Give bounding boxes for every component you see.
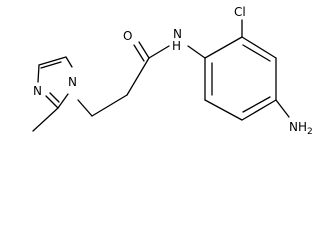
bond-n1-c5: [65, 56, 73, 68]
alkyl-chain: [77, 57, 150, 117]
benzene-ring: [204, 19, 290, 121]
bond-c5-c4: [38, 56, 67, 66]
atom-labels: N H O Cl NH2 N N: [33, 5, 313, 137]
bond-ch2-imidazole: [77, 99, 93, 117]
bond-ring-c1-c2: [204, 36, 243, 59]
bond-ring-nh2: [275, 99, 290, 118]
bond-c5-c4-inner: [40, 61, 62, 69]
bond-ring-c4-c5: [241, 99, 277, 121]
bond-ch2-ch2: [91, 94, 128, 117]
amide-n-label: N: [173, 27, 182, 41]
imidazole-ring: [32, 56, 73, 132]
bond-carbonyl-outer: [138, 41, 150, 59]
amide-h-label: H: [172, 39, 181, 53]
amide-group: [133, 41, 206, 62]
imidazole-n1-label: N: [68, 75, 77, 89]
bond-n-ring: [187, 45, 206, 59]
chemical-structure: N H O Cl NH2 N N: [32, 5, 313, 137]
bond-c-n-amide: [148, 45, 170, 59]
bond-n3-c2: [45, 95, 59, 109]
bond-c2-n1: [57, 93, 69, 109]
bond-ring-c2-c3-inner: [242, 44, 271, 62]
bond-carbonyl-ch2: [126, 57, 150, 96]
bond-n3-c2-inner: [49, 92, 60, 103]
imidazole-n3-label: N: [33, 84, 42, 98]
bond-ring-c4-c5-inner: [242, 96, 271, 113]
carbonyl-o-label: O: [123, 29, 132, 43]
bond-ring-c2-c3: [241, 36, 277, 59]
chlorine-label: Cl: [234, 5, 246, 19]
amine-label: NH2: [289, 120, 313, 137]
bond-c2-methyl: [32, 107, 59, 132]
bond-c4-n3: [37, 64, 40, 83]
bond-carbonyl-inner: [133, 44, 145, 62]
bond-ring-c5-c6: [204, 99, 243, 121]
